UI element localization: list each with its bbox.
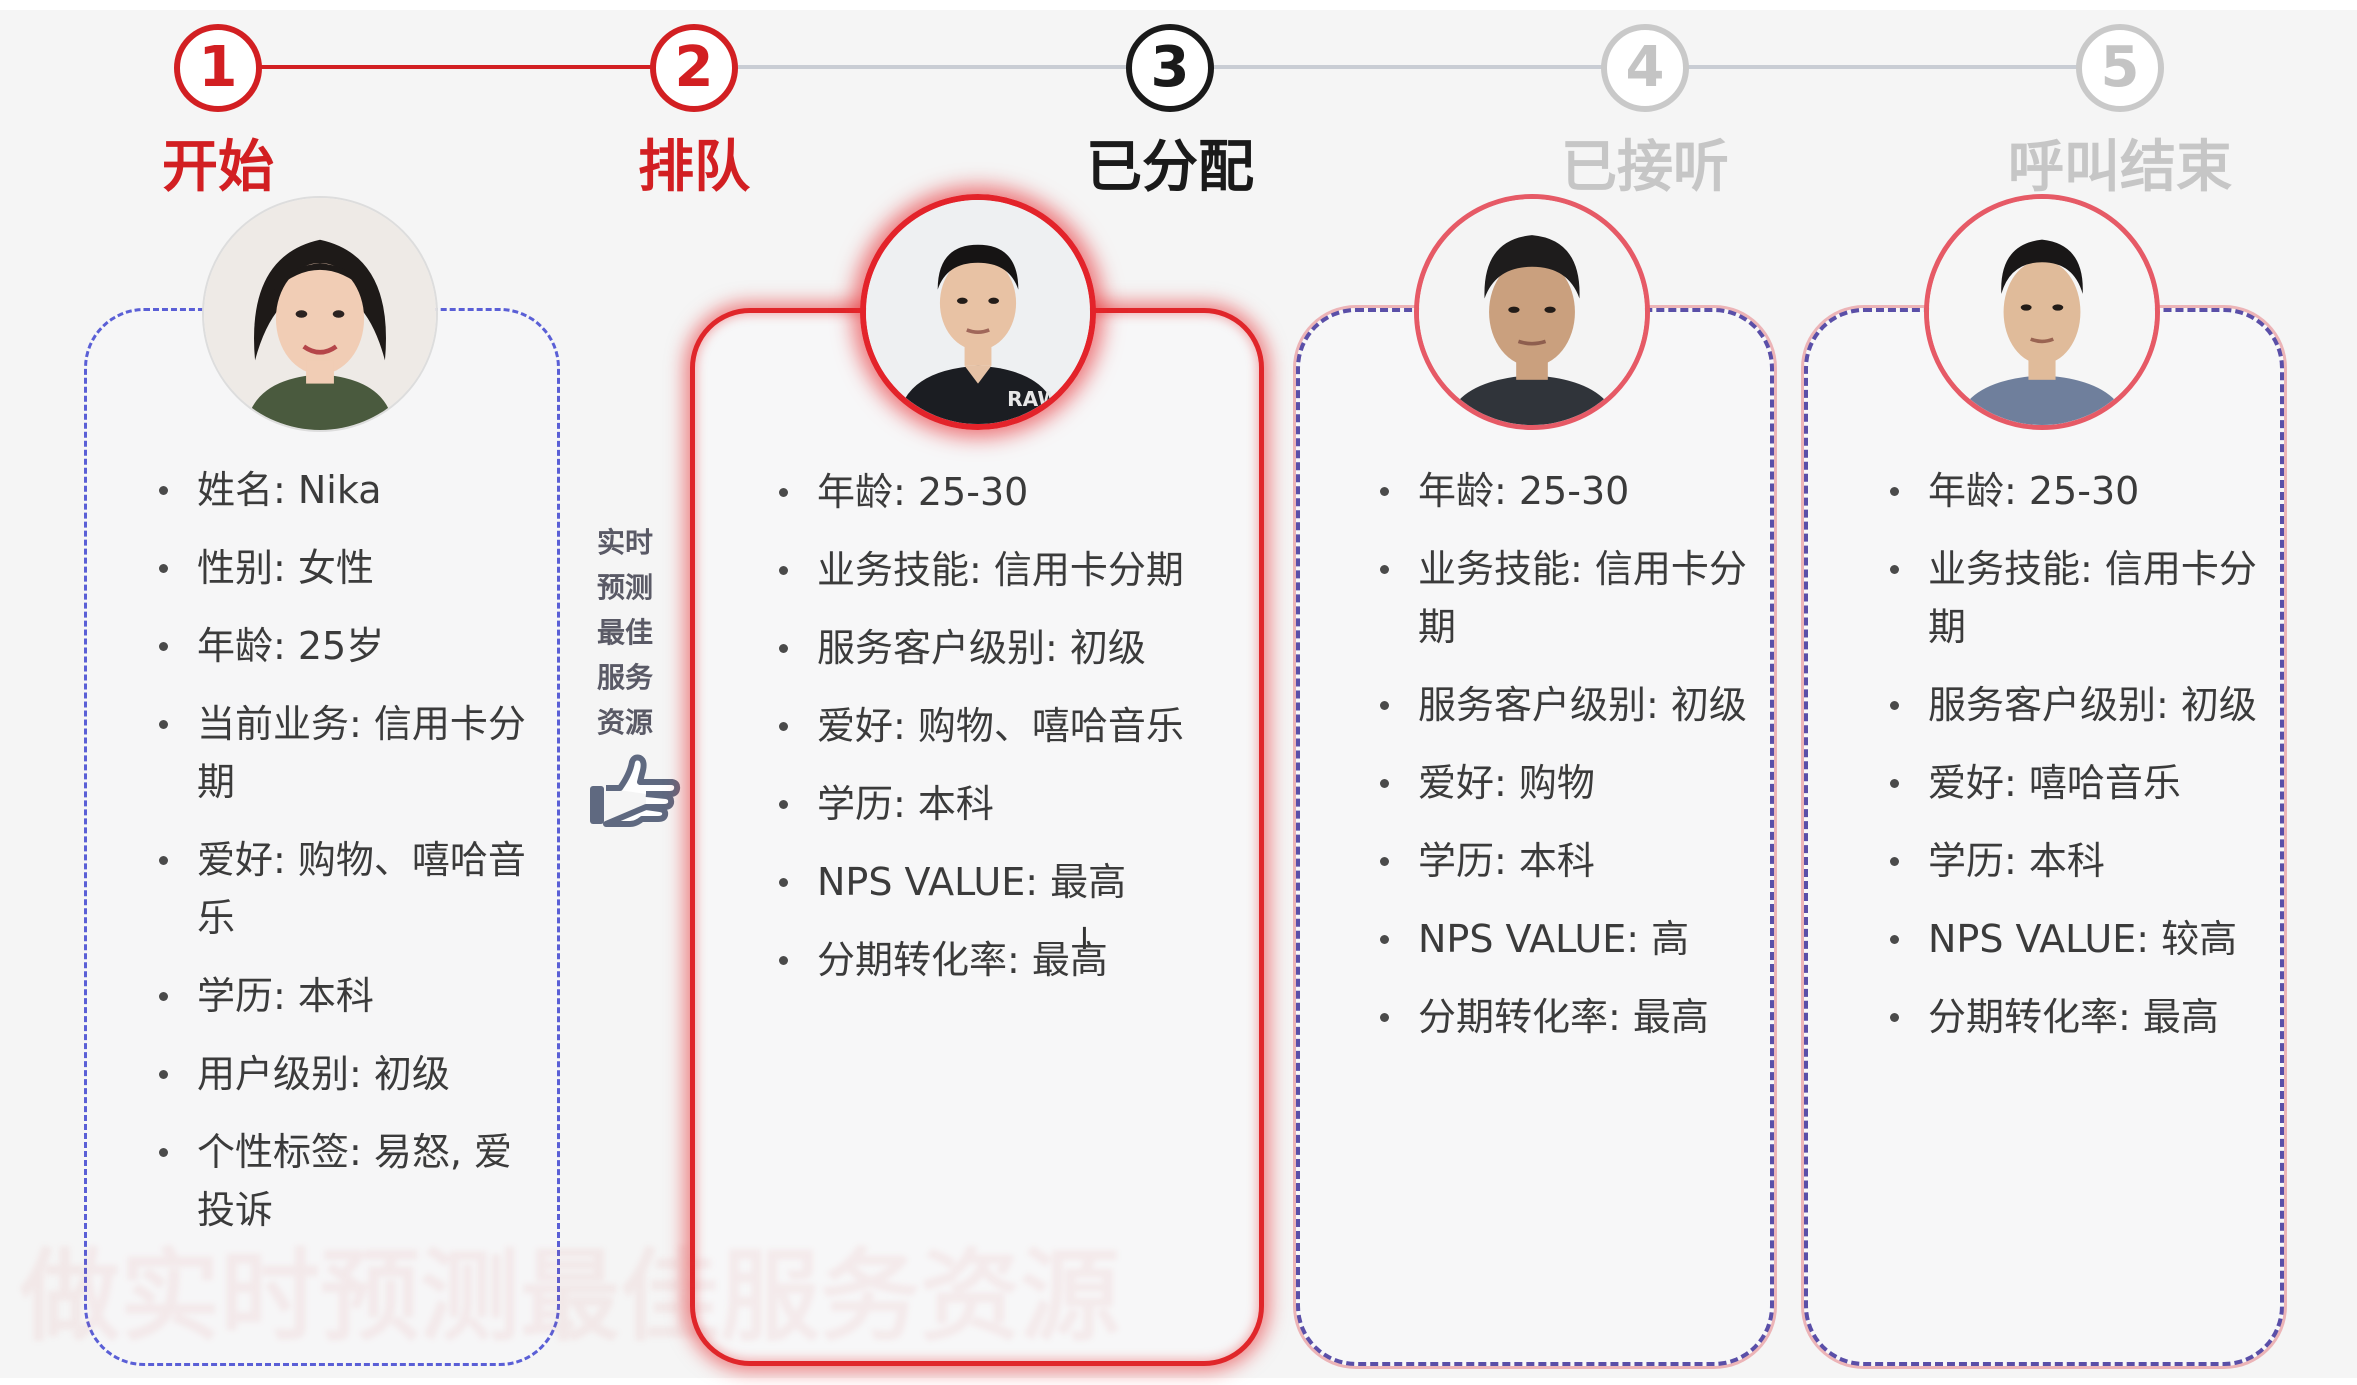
agent-2-hobby: 爱好: 购物 <box>1374 754 1754 812</box>
agent-3-age: 年龄: 25-30 <box>1884 462 2268 520</box>
top-edge <box>0 0 2357 10</box>
agent-1-avatar: RAW <box>860 194 1096 430</box>
track-done <box>218 65 698 69</box>
agent-1-service-level: 服务客户级别: 初级 <box>773 619 1243 677</box>
agent-3-attribute-list: 年龄: 25-30 业务技能: 信用卡分期 服务客户级别: 初级 爱好: 嘻哈音… <box>1884 462 2268 1046</box>
note-line-4: 服务 <box>596 661 653 694</box>
step-3-circle: 3 <box>1126 24 1214 112</box>
note-line-3: 最佳 <box>596 616 653 649</box>
customer-avatar <box>202 196 438 432</box>
faded-watermark-text: 做实时预测最佳服务资源 <box>20 1238 1120 1355</box>
agent-3-conversion: 分期转化率: 最高 <box>1884 988 2268 1046</box>
agent-3-service-level: 服务客户级别: 初级 <box>1884 676 2268 734</box>
agent-card-3: 年龄: 25-30 业务技能: 信用卡分期 服务客户级别: 初级 爱好: 嘻哈音… <box>1804 308 2284 1366</box>
customer-attribute-list: 姓名: Nika 性别: 女性 年龄: 25岁 当前业务: 信用卡分期 爱好: … <box>153 461 533 1239</box>
customer-portrait-image <box>204 198 436 430</box>
step-4-number: 4 <box>1625 35 1665 100</box>
customer-tag: 个性标签: 易怒, 爱投诉 <box>153 1123 533 1239</box>
agent-2-avatar <box>1414 194 1650 430</box>
customer-level: 用户级别: 初级 <box>153 1045 533 1103</box>
agent-3-portrait-image <box>1929 199 2155 425</box>
note-line-5: 资源 <box>596 706 653 739</box>
agent-3-nps: NPS VALUE: 较高 <box>1884 910 2268 968</box>
step-3-label: 已分配 <box>1086 135 1254 200</box>
customer-business: 当前业务: 信用卡分期 <box>153 695 533 811</box>
agent-1-nps: NPS VALUE: 最高 <box>773 853 1243 911</box>
agent-1-conversion: 分期转化率: 最高 <box>773 931 1243 989</box>
thumbs-pointing-icon <box>590 754 681 827</box>
note-line-1: 实时 <box>596 526 653 559</box>
realtime-prediction-note: 实时 预测 最佳 服务 资源 <box>592 520 658 745</box>
step-5-label: 呼叫结束 <box>2008 135 2232 200</box>
step-2-label: 排队 <box>638 135 750 200</box>
agent-3-hobby: 爱好: 嘻哈音乐 <box>1884 754 2268 812</box>
agent-1-hobby: 爱好: 购物、嘻哈音乐 <box>773 697 1243 755</box>
bottom-edge <box>0 1378 2357 1385</box>
customer-education: 学历: 本科 <box>153 967 533 1025</box>
agent-1-portrait-image: RAW <box>866 200 1090 424</box>
step-4-circle: 4 <box>1601 24 1689 112</box>
agent-card-2: 年龄: 25-30 业务技能: 信用卡分期 服务客户级别: 初级 爱好: 购物 … <box>1296 308 1774 1366</box>
note-line-2: 预测 <box>596 571 653 604</box>
customer-gender: 性别: 女性 <box>153 539 533 597</box>
customer-card: 姓名: Nika 性别: 女性 年龄: 25岁 当前业务: 信用卡分期 爱好: … <box>84 308 560 1366</box>
step-2-circle: 2 <box>650 24 738 112</box>
step-5-number: 5 <box>2100 35 2140 100</box>
agent-1-age: 年龄: 25-30 <box>773 463 1243 521</box>
agent-3-education: 学历: 本科 <box>1884 832 2268 890</box>
agent-1-education: 学历: 本科 <box>773 775 1243 833</box>
track-pending <box>738 65 2116 69</box>
step-1-number: 1 <box>198 35 238 100</box>
agent-2-conversion: 分期转化率: 最高 <box>1374 988 1754 1046</box>
customer-name: 姓名: Nika <box>153 461 533 519</box>
step-5-circle: 5 <box>2076 24 2164 112</box>
agent-2-age: 年龄: 25-30 <box>1374 462 1754 520</box>
agent-2-nps: NPS VALUE: 高 <box>1374 910 1754 968</box>
agent-3-avatar <box>1924 194 2160 430</box>
agent-2-service-level: 服务客户级别: 初级 <box>1374 676 1754 734</box>
step-3-number: 3 <box>1150 35 1190 100</box>
step-4-label: 已接听 <box>1561 135 1729 200</box>
step-1-label: 开始 <box>162 135 274 200</box>
step-1-circle: 1 <box>174 24 262 112</box>
customer-age: 年龄: 25岁 <box>153 617 533 675</box>
customer-hobby: 爱好: 购物、嘻哈音乐 <box>153 831 533 947</box>
agent-3-skill: 业务技能: 信用卡分期 <box>1884 540 2268 656</box>
agent-card-assigned: 年龄: 25-30 业务技能: 信用卡分期 服务客户级别: 初级 爱好: 购物、… <box>690 308 1264 1366</box>
agent-2-attribute-list: 年龄: 25-30 业务技能: 信用卡分期 服务客户级别: 初级 爱好: 购物 … <box>1374 462 1754 1046</box>
agent-2-skill: 业务技能: 信用卡分期 <box>1374 540 1754 656</box>
agent-2-portrait-image <box>1419 199 1645 425</box>
agent-2-education: 学历: 本科 <box>1374 832 1754 890</box>
text-cursor-icon: I <box>1080 922 1089 957</box>
agent-1-attribute-list: 年龄: 25-30 业务技能: 信用卡分期 服务客户级别: 初级 爱好: 购物、… <box>773 463 1243 989</box>
agent-1-skill: 业务技能: 信用卡分期 <box>773 541 1243 599</box>
step-2-number: 2 <box>674 35 714 100</box>
